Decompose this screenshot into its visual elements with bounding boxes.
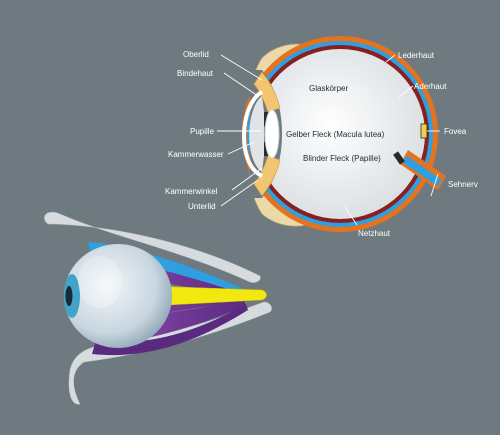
label-glaskoerper: Glaskörper	[309, 84, 348, 93]
label-netzhaut: Netzhaut	[358, 229, 391, 238]
cross-section-eye: Glaskörper Gelber Fleck (Macula lutea) B…	[165, 36, 478, 238]
label-aderhaut: Aderhaut	[414, 82, 447, 91]
leader-bindehaut	[223, 72, 259, 97]
label-kammerwasser: Kammerwasser	[168, 150, 224, 159]
label-sehnerv: Sehnerv	[448, 180, 478, 189]
label-pupille: Pupille	[190, 127, 215, 136]
leader-kammerwasser	[227, 141, 255, 155]
iris-upper	[264, 112, 268, 126]
leader-sehnerv	[430, 173, 439, 197]
leader-kammerwinkel	[231, 167, 263, 191]
cornea	[242, 90, 264, 178]
optic-nerve-external	[149, 285, 267, 307]
lens	[264, 109, 280, 159]
orbit-upper	[44, 211, 261, 283]
label-blinder-fleck: Blinder Fleck (Papille)	[303, 154, 381, 163]
ciliary-body-lower	[253, 155, 281, 197]
leader-netzhaut	[344, 206, 358, 226]
eyeball-with-muscles	[44, 211, 272, 405]
leader-aderhaut	[398, 85, 414, 98]
fovea-mark	[420, 123, 428, 139]
label-lederhaut: Lederhaut	[398, 51, 435, 60]
label-kammerwinkel: Kammerwinkel	[165, 187, 218, 196]
leader-lederhaut	[385, 54, 396, 63]
pupil	[65, 286, 73, 306]
blind-spot-mark	[393, 151, 405, 165]
label-bindehaut: Bindehaut	[177, 69, 214, 78]
label-unterlid: Unterlid	[188, 202, 216, 211]
anterior-chamber	[249, 96, 264, 172]
label-fovea: Fovea	[444, 127, 467, 136]
label-oberlid: Oberlid	[183, 50, 209, 59]
vitreous-body	[255, 49, 425, 219]
eyeball	[64, 244, 172, 348]
optic-nerve-core	[402, 156, 442, 186]
label-gelber-fleck: Gelber Fleck (Macula lutea)	[286, 130, 385, 139]
iris-lower	[264, 142, 268, 156]
leader-oberlid	[220, 54, 263, 81]
cornea-external	[78, 256, 122, 308]
orbit-lower	[68, 301, 272, 405]
leader-unterlid	[220, 179, 259, 207]
